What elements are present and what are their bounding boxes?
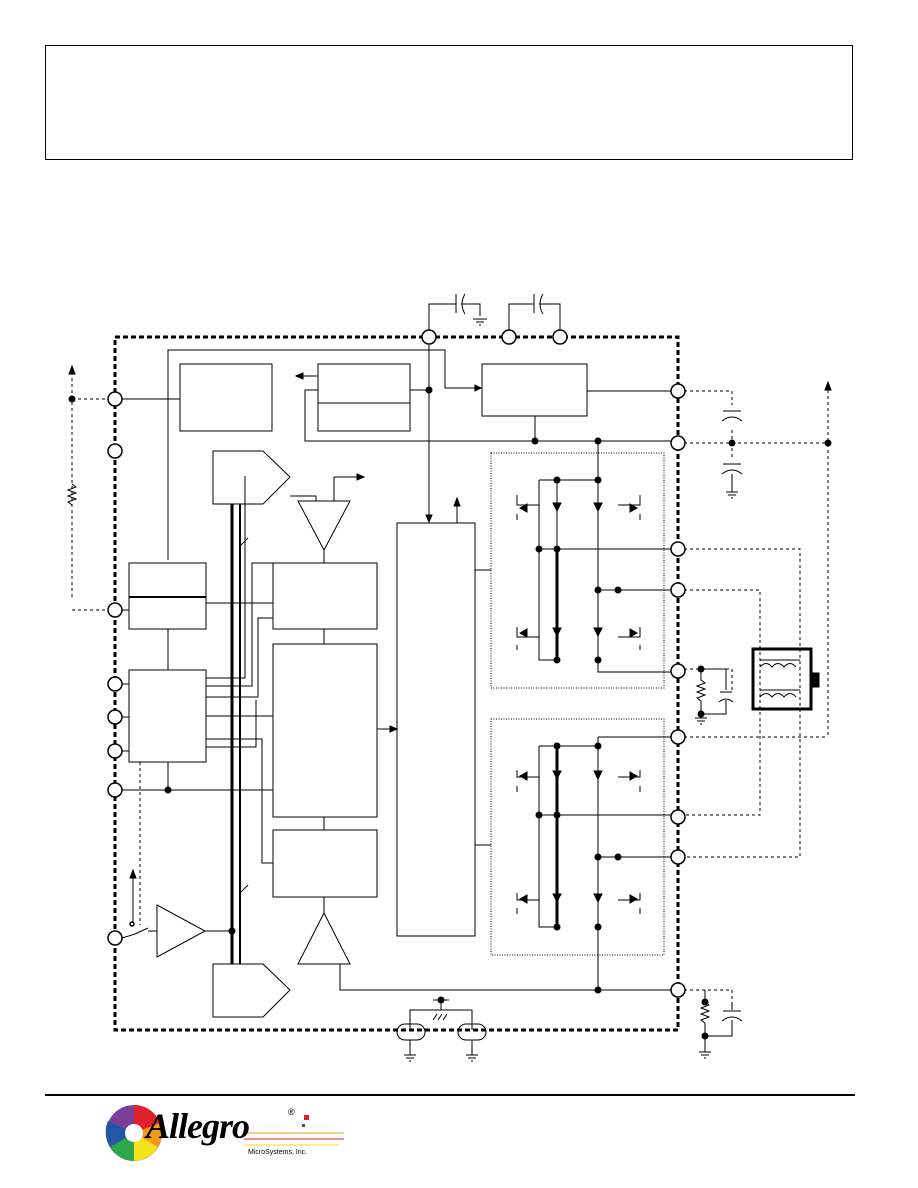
logo-registered-mark: ® bbox=[288, 1107, 295, 1117]
cap-top-left bbox=[428, 293, 487, 337]
pin-right-7 bbox=[670, 809, 686, 825]
pin-left-4 bbox=[107, 676, 123, 692]
amp-sense bbox=[156, 904, 207, 958]
block-mid-3 bbox=[272, 829, 378, 898]
pin-left-7 bbox=[107, 782, 123, 798]
cap-top-right bbox=[508, 293, 561, 337]
block-control bbox=[396, 522, 476, 937]
comparator-top bbox=[297, 500, 351, 552]
pin-left-3 bbox=[107, 602, 123, 618]
dac-bottom bbox=[212, 963, 291, 1018]
block-top-left bbox=[179, 363, 273, 432]
block-top-right bbox=[481, 363, 588, 417]
chip-boundary bbox=[113, 335, 680, 1032]
pin-top-2 bbox=[501, 329, 517, 345]
pin-left-6 bbox=[107, 743, 123, 759]
dac-top bbox=[212, 450, 291, 505]
logo-wordmark: Allegro bbox=[146, 1106, 250, 1146]
pin-left-8 bbox=[107, 930, 123, 946]
allegro-logo[interactable]: Allegro ® MicroSystems, Inc. bbox=[104, 1103, 354, 1165]
pin-right-4 bbox=[670, 582, 686, 598]
pin-right-9 bbox=[670, 982, 686, 998]
bridge-b bbox=[516, 736, 677, 990]
block-diagram bbox=[66, 293, 832, 1062]
pin-right-2 bbox=[670, 435, 686, 451]
block-mid-2 bbox=[272, 643, 378, 818]
pin-right-5 bbox=[670, 663, 686, 679]
pin-left-5 bbox=[107, 709, 123, 725]
comparator-bottom bbox=[297, 911, 351, 965]
bridge-a-enclosure bbox=[490, 452, 665, 689]
block-left-logic bbox=[128, 669, 207, 763]
logo-tagline: MicroSystems, Inc. bbox=[248, 1149, 308, 1156]
logo-emblem-icon bbox=[105, 1105, 162, 1161]
header-box bbox=[45, 45, 853, 160]
bridge-a bbox=[516, 479, 677, 673]
motor bbox=[751, 647, 813, 711]
block-top-mid bbox=[317, 363, 411, 432]
bridge-b-enclosure bbox=[490, 718, 665, 956]
pin-top-1 bbox=[421, 329, 437, 345]
pin-right-3 bbox=[670, 541, 686, 557]
pin-right-8 bbox=[670, 849, 686, 865]
logo-stripes bbox=[244, 1115, 344, 1146]
pin-right-6 bbox=[670, 729, 686, 745]
pin-left-2 bbox=[107, 443, 123, 459]
pin-left-1 bbox=[107, 391, 123, 407]
pin-right-1 bbox=[670, 383, 686, 399]
footer-rule bbox=[45, 1094, 855, 1096]
pin-top-3 bbox=[552, 329, 568, 345]
block-mid-1 bbox=[272, 562, 378, 630]
